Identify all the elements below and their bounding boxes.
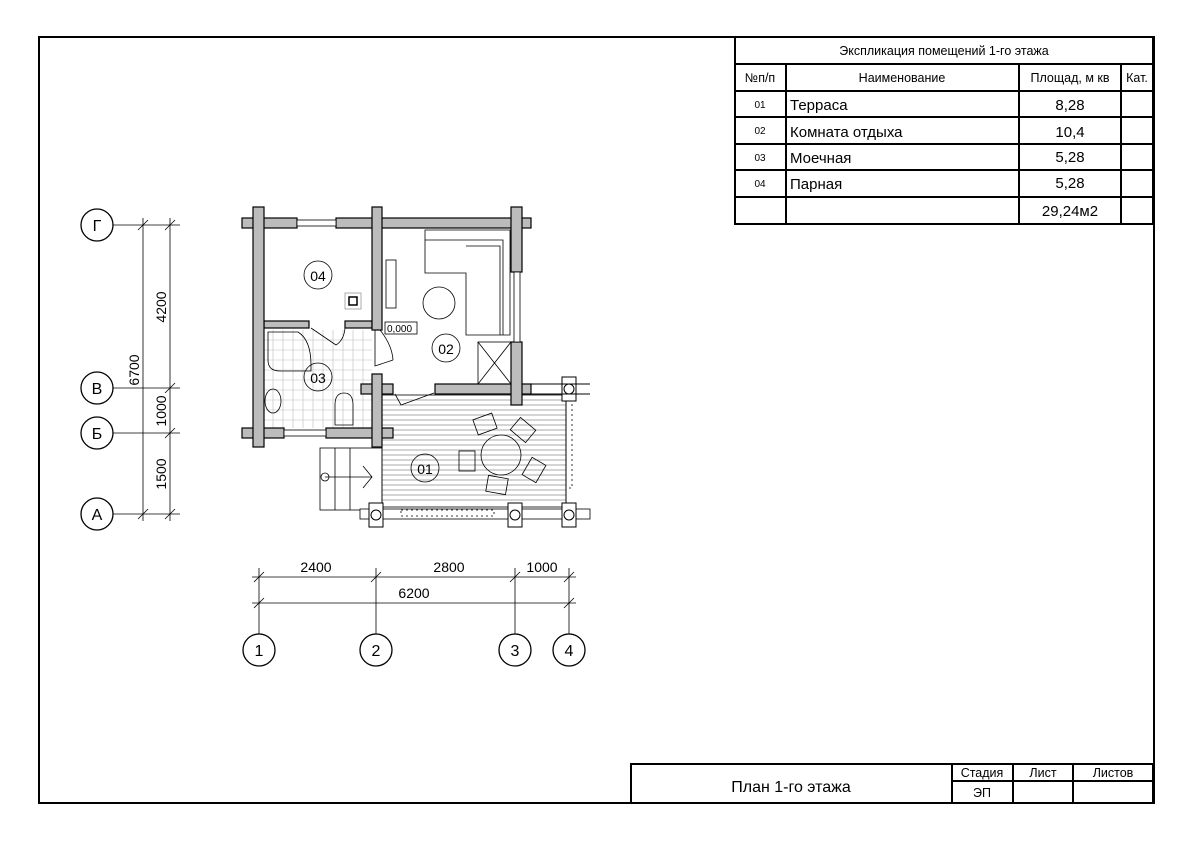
axis-marker bbox=[359, 633, 393, 667]
terrace-posts bbox=[368, 376, 590, 528]
dim-total-horizontal: 6200 bbox=[398, 585, 429, 601]
furniture bbox=[264, 229, 591, 520]
round-table bbox=[422, 286, 456, 320]
sheet-label: Лист bbox=[1029, 766, 1056, 780]
dim-horizontal: 2800 bbox=[433, 559, 464, 575]
table-row: 02 Комната отдыха 10,4 bbox=[754, 124, 1084, 141]
stage-value: ЭП bbox=[973, 786, 991, 800]
row-area: 5,28 bbox=[1055, 149, 1084, 166]
window bbox=[283, 429, 327, 437]
room-number: 03 bbox=[310, 370, 326, 386]
axis-label: А bbox=[92, 507, 103, 524]
level-mark: 0,000 bbox=[387, 324, 412, 335]
column-axes: 2400 2800 1000 6200 1 2 3 4 bbox=[242, 559, 586, 667]
row-area: 8,28 bbox=[1055, 97, 1084, 114]
walls bbox=[241, 206, 532, 448]
row-number: 02 bbox=[754, 126, 766, 137]
table-row: 03 Моечная 5,28 bbox=[754, 149, 1084, 167]
axis-marker bbox=[498, 633, 532, 667]
row-name: Парная bbox=[790, 176, 842, 193]
row-axes: Г В Б А 6700 4200 1000 1500 bbox=[80, 208, 180, 531]
title-block: План 1-го этажа Стадия Лист Листов ЭП bbox=[630, 763, 1154, 804]
row-number: 01 bbox=[754, 100, 766, 111]
row-name: Терраса bbox=[790, 97, 848, 114]
axis-label: Б bbox=[92, 426, 103, 443]
axis-marker bbox=[552, 633, 586, 667]
row-area: 5,28 bbox=[1055, 175, 1084, 192]
table-row: 01 Терраса 8,28 bbox=[754, 97, 1084, 114]
row-number: 03 bbox=[754, 153, 766, 164]
row-area: 10,4 bbox=[1055, 124, 1084, 141]
level-mark-box bbox=[384, 321, 418, 335]
doors bbox=[310, 327, 435, 406]
window bbox=[296, 219, 337, 227]
axis-marker bbox=[80, 416, 114, 450]
dim-vertical: 1500 bbox=[153, 458, 169, 489]
dim-horizontal: 2400 bbox=[300, 559, 331, 575]
explication-table: Экспликация помещений 1-го этажа №п/п На… bbox=[734, 36, 1154, 225]
sheet-frame bbox=[38, 36, 1155, 804]
axis-marker bbox=[80, 497, 114, 531]
table-title: Экспликация помещений 1-го этажа bbox=[839, 44, 1048, 58]
dim-vertical: 1000 bbox=[153, 395, 169, 426]
sheet-title: План 1-го этажа bbox=[731, 779, 851, 796]
axis-marker bbox=[80, 371, 114, 405]
header-category: Кат. bbox=[1126, 71, 1148, 85]
axis-label: 3 bbox=[511, 643, 520, 660]
room-number: 02 bbox=[438, 341, 454, 357]
dim-total-vertical: 6700 bbox=[126, 354, 142, 385]
dim-vertical: 4200 bbox=[153, 291, 169, 322]
dim-horizontal: 1000 bbox=[526, 559, 557, 575]
room-number: 04 bbox=[310, 268, 326, 284]
floor-plan: 01 02 03 04 0,000 bbox=[241, 206, 591, 528]
total-area: 29,24м2 bbox=[1042, 203, 1098, 220]
axis-marker bbox=[80, 208, 114, 242]
axis-label: В bbox=[92, 381, 103, 398]
header-name: Наименование bbox=[859, 71, 946, 85]
window bbox=[513, 271, 521, 343]
room-number: 01 bbox=[417, 461, 433, 477]
row-name: Моечная bbox=[790, 150, 851, 167]
axis-label: 2 bbox=[372, 643, 381, 660]
row-name: Комната отдыха bbox=[790, 124, 903, 141]
axis-marker bbox=[242, 633, 276, 667]
sheets-label: Листов bbox=[1093, 766, 1134, 780]
table-row: 04 Парная 5,28 bbox=[754, 175, 1084, 193]
axis-label: Г bbox=[93, 218, 102, 235]
room-markers: 01 02 03 04 0,000 bbox=[303, 260, 461, 483]
axis-label: 4 bbox=[565, 643, 574, 660]
stage-label: Стадия bbox=[961, 766, 1004, 780]
header-number: №п/п bbox=[745, 71, 775, 85]
header-area: Площад, м кв bbox=[1030, 71, 1109, 85]
bathroom-tiles bbox=[264, 330, 372, 428]
axis-label: 1 bbox=[255, 643, 264, 660]
row-number: 04 bbox=[754, 179, 766, 190]
